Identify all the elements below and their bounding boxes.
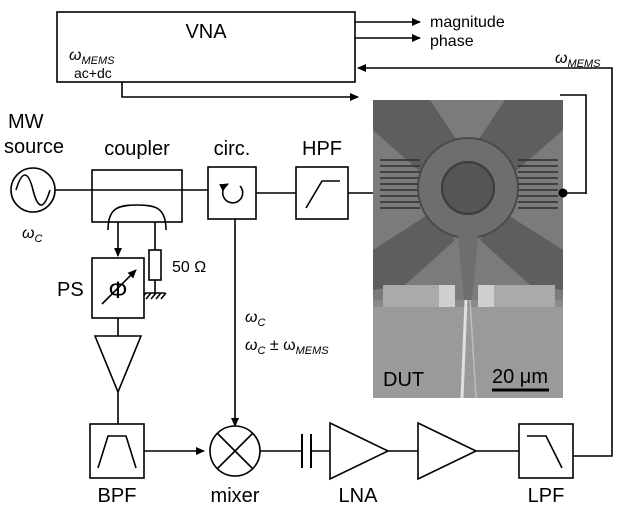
resistor-body — [148, 249, 162, 281]
hpf-box — [295, 166, 349, 220]
drive-line-dut — [560, 94, 587, 194]
resistor-label: 50 Ω — [172, 259, 206, 276]
lpf-box — [518, 423, 574, 479]
hpf-icon — [305, 180, 340, 209]
source-omega: ωC — [22, 225, 42, 245]
mixer-in-omega-c: ωC — [245, 309, 265, 329]
coupler-label: coupler — [104, 138, 170, 160]
source-label: source — [4, 136, 64, 158]
ps-adjust-arrow — [101, 269, 137, 305]
lpf-label: LPF — [528, 485, 565, 507]
lna-label: LNA — [339, 485, 379, 507]
feedback-omega-mems: ωMEMS — [555, 50, 601, 70]
bpf-label: BPF — [98, 485, 137, 507]
circ-label: circ. — [214, 138, 251, 160]
lpf-icon — [527, 435, 563, 469]
mixer-cross-b — [216, 432, 254, 470]
hpf-label: HPF — [302, 138, 342, 160]
bpf-box — [89, 423, 145, 479]
coupler-arm — [107, 204, 167, 231]
phase-label: phase — [430, 33, 474, 50]
amplifier-2 — [417, 421, 478, 481]
lna-amplifier — [329, 421, 390, 481]
dut-image — [373, 100, 563, 399]
vna-title: VNA — [185, 21, 227, 43]
sine-icon — [15, 174, 51, 206]
circ-box — [207, 166, 257, 220]
magnitude-label: magnitude — [430, 14, 505, 31]
circulator-icon — [219, 183, 244, 204]
vna-box — [56, 11, 356, 83]
dut-label: DUT — [383, 369, 424, 391]
mw-label: MW — [8, 111, 44, 133]
vna-omega-mems: ωMEMS — [69, 47, 115, 67]
feedback-line — [357, 64, 613, 457]
drive-line — [121, 82, 359, 101]
mixer-label: mixer — [211, 485, 260, 507]
amplifier-1 — [93, 335, 143, 395]
vna-acdc: ac+dc — [74, 65, 112, 81]
scale-label: 20 μm — [492, 366, 548, 388]
coupler-box — [91, 169, 183, 223]
mixer-in-sidebands: ωC ± ωMEMS — [245, 337, 329, 357]
ps-label: PS — [57, 279, 84, 301]
bpf-icon — [97, 435, 137, 469]
